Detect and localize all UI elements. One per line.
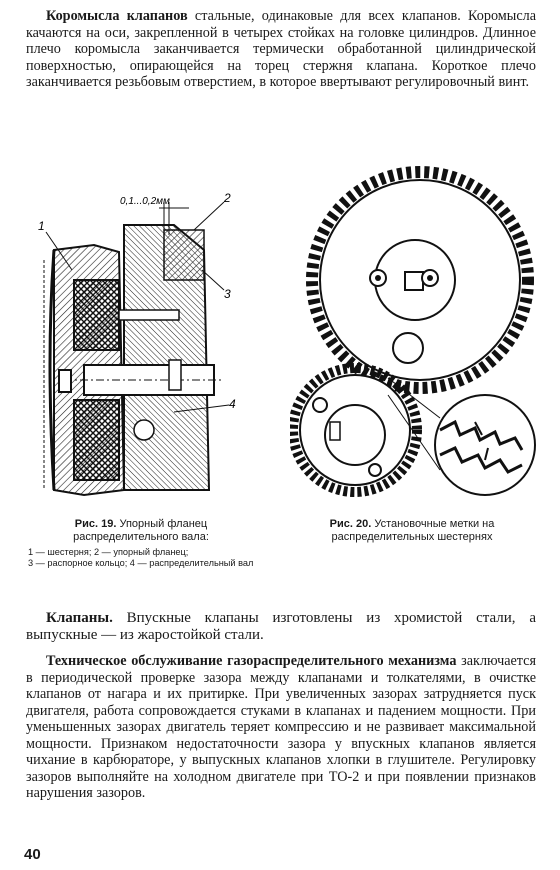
timing-gears-drawing (288, 166, 536, 497)
paragraph-text: стальные, одинаковые для всех клапанов. … (26, 8, 536, 90)
caption-number: Рис. 20. (329, 518, 372, 530)
caption-text: Установочные метки на распределительных … (331, 518, 495, 543)
hub-section (73, 279, 120, 351)
large-gear-teeth (306, 166, 534, 394)
paragraph-lead: Коромысла клапанов (46, 8, 188, 24)
paragraph-text: заключается в периодической проверке заз… (26, 653, 537, 801)
figure-20-timing-gears (288, 160, 545, 505)
label-3: 3 (224, 287, 231, 301)
small-gear-teeth (288, 363, 422, 497)
gap-dimension-label: 0,1...0,2мм (120, 196, 170, 207)
paragraph-lead: Клапаны. (46, 610, 113, 626)
label-1: 1 (38, 219, 45, 233)
small-gear-hub (324, 404, 386, 466)
label-4: 4 (229, 397, 236, 411)
paragraph-text: Впускные клапаны изготовлены из хромисто… (26, 610, 536, 643)
label-2: 2 (223, 191, 231, 205)
paragraph-maintenance: Техническое обслуживание газораспределит… (26, 653, 536, 802)
paragraph-rocker-arms: Коромысла клапанов стальные, одинаковые … (26, 8, 536, 91)
legend-line: 3 — распорное кольцо; 4 — распределитель… (28, 558, 254, 568)
paragraph-valves: Клапаны. Впускные клапаны изготовлены из… (26, 610, 536, 644)
page-number: 40 (24, 846, 41, 863)
figure-19-legend: 1 — шестерня; 2 — упорный фланец; 3 — ра… (28, 547, 256, 569)
thrust-flange-drawing: 0,1...0,2мм 1 2 3 4 (38, 191, 236, 497)
figure-19-thrust-flange: 0,1...0,2мм 1 2 3 4 (24, 190, 254, 510)
figure-20-caption: Рис. 20. Установочные метки на распредел… (282, 518, 542, 544)
caption-number: Рис. 19. (74, 518, 117, 530)
figure-19-caption: Рис. 19. Упорный фланец распределительно… (26, 518, 256, 544)
caption-text: Упорный фланец распределительного вала: (73, 518, 209, 543)
legend-line: 1 — шестерня; 2 — упорный фланец; (28, 547, 189, 557)
paragraph-lead: Техническое обслуживание газораспределит… (46, 653, 457, 669)
